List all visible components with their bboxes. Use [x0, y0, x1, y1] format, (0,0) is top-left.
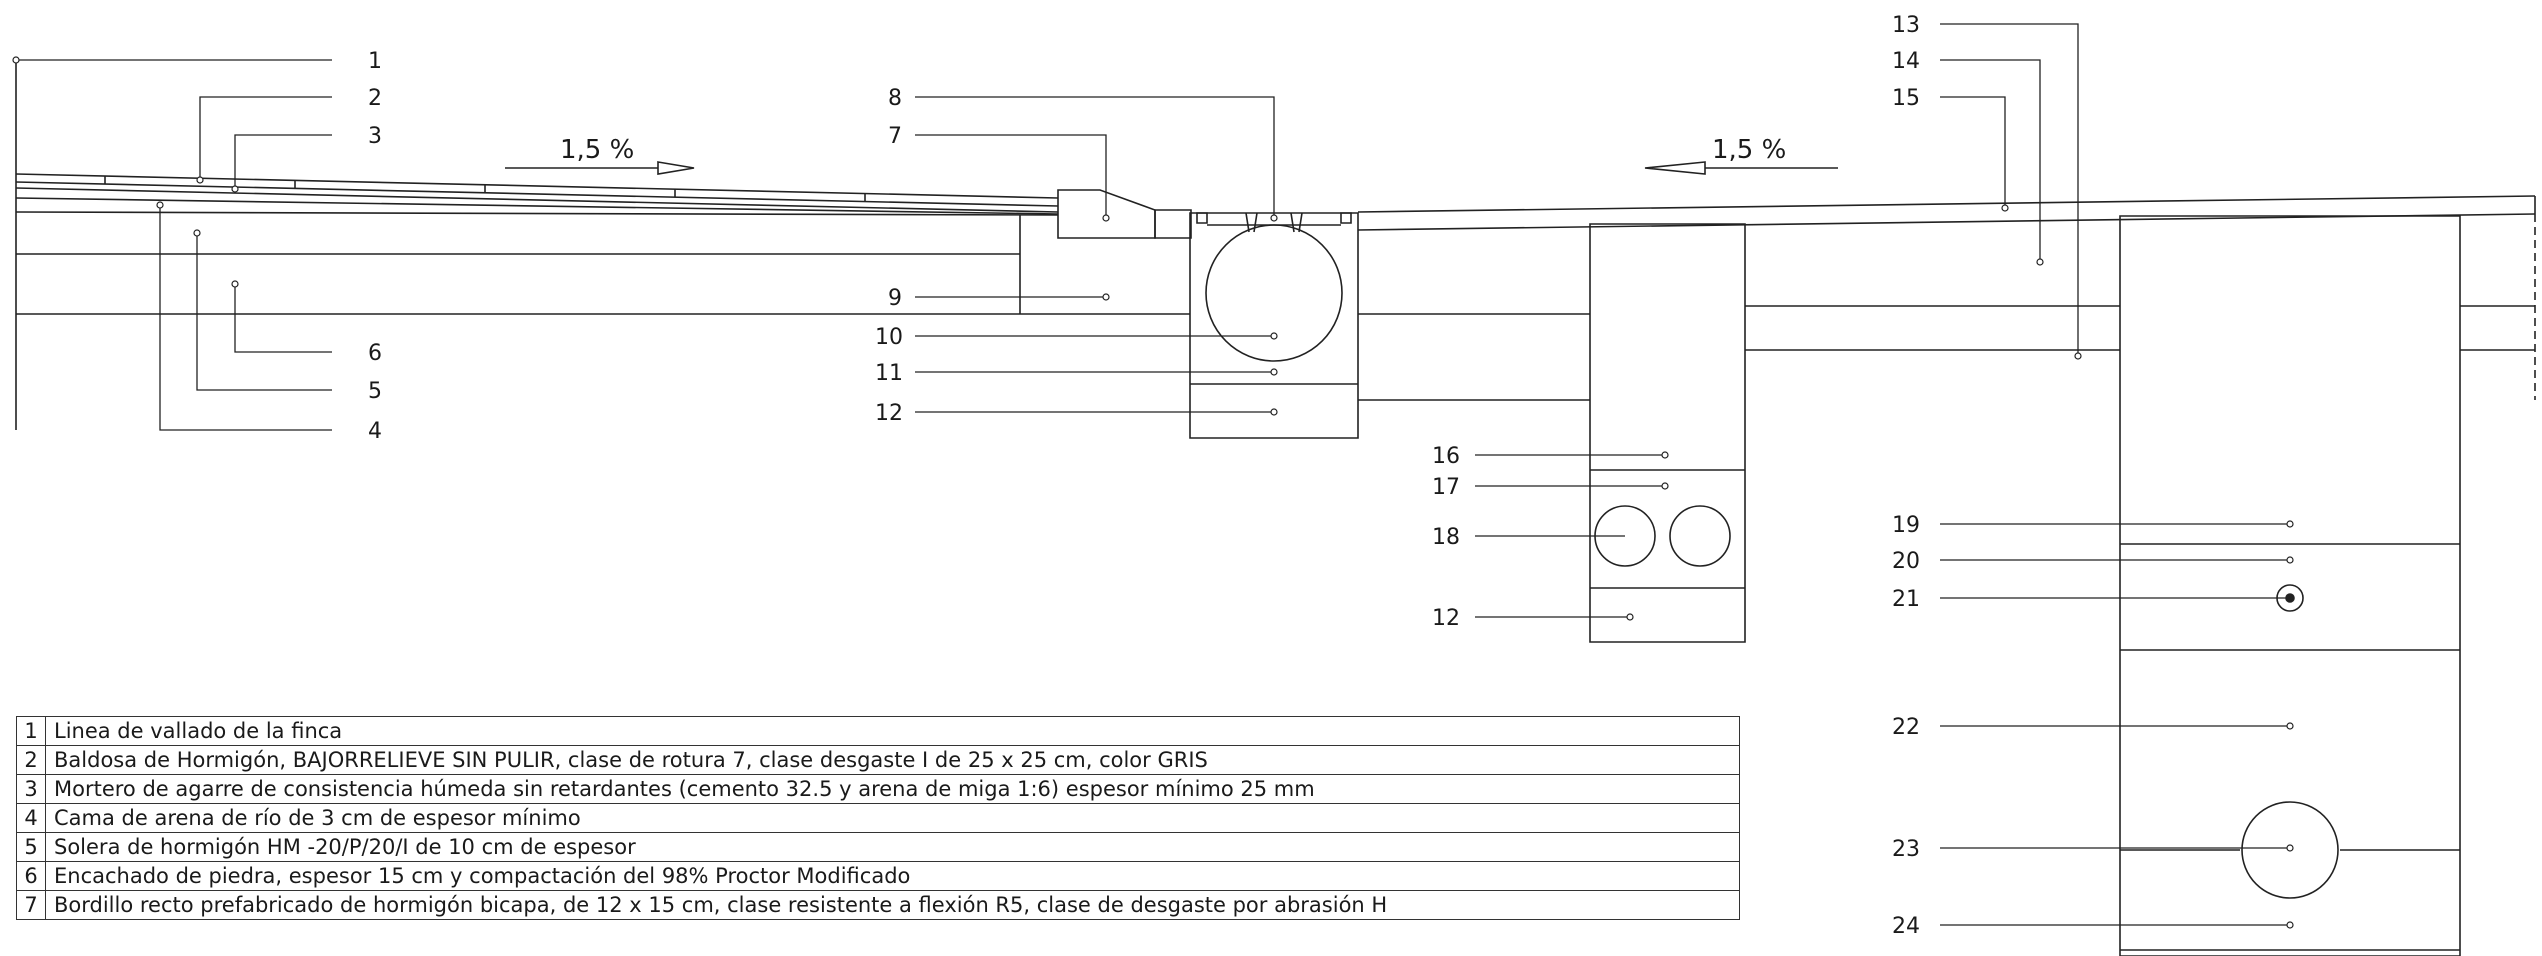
callout-numbers: 1 2 3 4 5 6 7 8 9 10 11 12 12 13 14 15 1… — [368, 13, 1920, 939]
leader-lines — [16, 24, 2290, 925]
road-surface-top — [1358, 196, 2535, 212]
tile-joints — [105, 176, 865, 202]
sidewalk-section — [16, 60, 1190, 430]
trench-2-box — [2120, 216, 2460, 956]
mortar-bottom-line — [16, 188, 1058, 212]
callout-14: 14 — [1892, 49, 1920, 74]
slope-label-left: 1,5 % — [560, 135, 634, 165]
callout-5: 5 — [368, 379, 382, 404]
drainage-channel — [1190, 213, 1358, 438]
callout-12b: 12 — [1432, 606, 1460, 631]
callout-13: 13 — [1892, 13, 1920, 38]
tile-bottom-line — [16, 182, 1058, 206]
callout-12: 12 — [875, 401, 903, 426]
callout-1: 1 — [368, 49, 382, 74]
callout-22: 22 — [1892, 715, 1920, 740]
callout-3: 3 — [368, 124, 382, 149]
drain-pipe — [1206, 225, 1342, 361]
callout-23: 23 — [1892, 837, 1920, 862]
callout-9: 9 — [888, 286, 902, 311]
channel-box — [1190, 213, 1358, 438]
curb — [1058, 190, 1191, 238]
slope-arrow-right — [1645, 162, 1838, 174]
callout-6: 6 — [368, 341, 382, 366]
callout-4: 4 — [368, 419, 382, 444]
callout-8: 8 — [888, 86, 902, 111]
callout-11: 11 — [875, 361, 903, 386]
pipe-23 — [2242, 802, 2338, 898]
sand-bed-line — [16, 198, 1058, 214]
callout-20: 20 — [1892, 549, 1920, 574]
callout-18: 18 — [1432, 525, 1460, 550]
slope-label-right: 1,5 % — [1712, 135, 1786, 165]
service-trench-1 — [1590, 224, 1745, 642]
callout-15: 15 — [1892, 86, 1920, 111]
callout-21: 21 — [1892, 587, 1920, 612]
road-section — [1358, 196, 2535, 400]
tile-top-line — [16, 174, 1058, 198]
callout-2: 2 — [368, 86, 382, 111]
trench-1-box — [1590, 224, 1745, 642]
callout-24: 24 — [1892, 914, 1920, 939]
callout-7: 7 — [888, 124, 902, 149]
callout-16: 16 — [1432, 444, 1460, 469]
conduit-1b — [1670, 506, 1730, 566]
leader-dots — [13, 57, 2293, 928]
slab-top-line — [16, 212, 1058, 215]
callout-10: 10 — [875, 325, 903, 350]
callout-19: 19 — [1892, 513, 1920, 538]
service-trench-2 — [2120, 216, 2460, 956]
slope-arrow-left — [505, 162, 694, 174]
callout-17: 17 — [1432, 475, 1460, 500]
